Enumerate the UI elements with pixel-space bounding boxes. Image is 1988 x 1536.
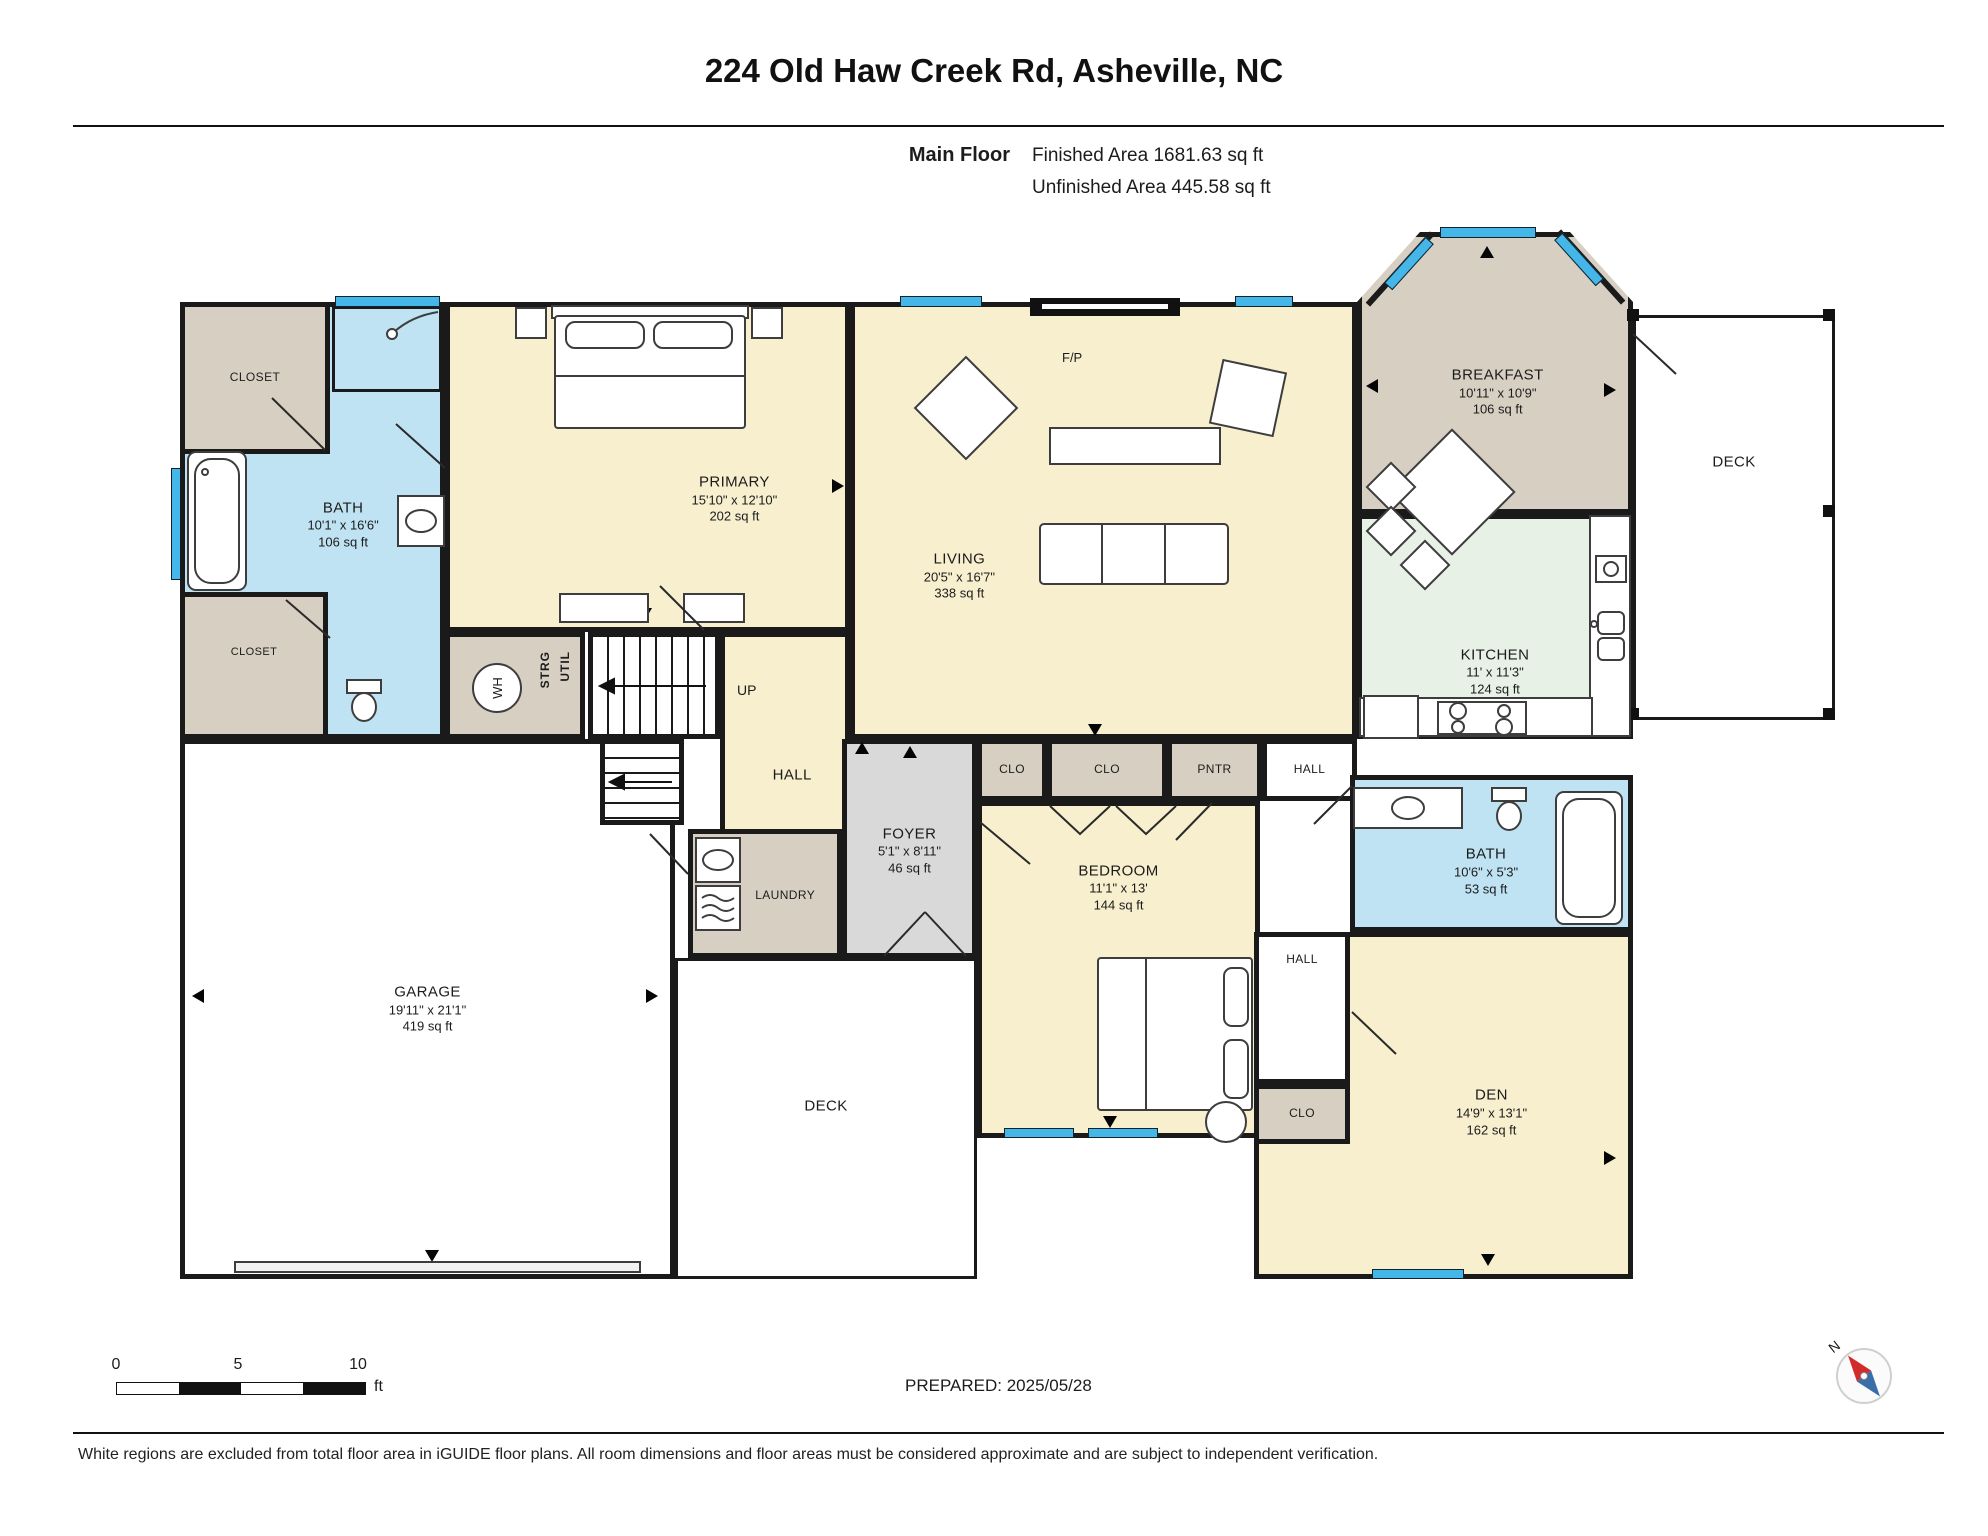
direction-arrow xyxy=(646,989,658,1003)
direction-arrow xyxy=(855,742,869,754)
room-garage: GARAGE 19'11" x 21'1" 419 sq ft xyxy=(180,739,675,1279)
direction-arrow xyxy=(1103,1116,1117,1128)
room-hall-stairs: UP HALL xyxy=(720,632,850,839)
direction-arrow xyxy=(1366,379,1378,393)
direction-arrow xyxy=(192,521,204,535)
floor-label: Main Floor xyxy=(908,144,1010,166)
direction-arrow xyxy=(1604,383,1616,397)
storage-label: STRG xyxy=(538,651,552,689)
room-deck-bottom: DECK xyxy=(675,958,977,1279)
prepared-date: PREPARED: 2025/05/28 xyxy=(905,1376,1092,1395)
window xyxy=(1235,296,1293,307)
room-laundry: LAUNDRY xyxy=(688,829,842,958)
scale-bar-segments xyxy=(116,1382,366,1395)
direction-arrow xyxy=(1481,1254,1495,1266)
room-deck-right: DECK xyxy=(1633,315,1835,720)
direction-arrow xyxy=(832,479,844,493)
scale-bar: 0 5 10 ft xyxy=(110,1356,430,1412)
direction-arrow xyxy=(1088,724,1102,736)
shower-stall xyxy=(332,306,442,392)
utility-label: UTIL xyxy=(558,651,572,682)
compass-icon: N xyxy=(1825,1337,1892,1404)
room-hall-3: HALL xyxy=(1254,932,1350,1084)
room-bedroom: BEDROOM 11'1" x 13' 144 sq ft xyxy=(977,801,1260,1138)
page-title: 224 Old Haw Creek Rd, Asheville, NC xyxy=(704,52,1284,89)
fireplace-icon xyxy=(1030,298,1180,316)
room-closet-5: CLO xyxy=(1254,1084,1350,1144)
window xyxy=(335,296,440,307)
deck-post xyxy=(1823,309,1835,321)
window xyxy=(1088,1128,1158,1138)
direction-arrow xyxy=(1604,1151,1616,1165)
room-storage-utility: STRG UTIL xyxy=(445,632,585,739)
room-pantry: PNTR xyxy=(1167,739,1262,801)
room-closet-3: CLO xyxy=(977,739,1047,801)
room-closet-1: CLOSET xyxy=(180,302,330,454)
window xyxy=(171,468,181,580)
direction-arrow xyxy=(903,746,917,758)
direction-arrow xyxy=(638,608,652,620)
direction-arrow xyxy=(425,1250,439,1262)
direction-arrow xyxy=(1483,506,1497,518)
window xyxy=(1440,227,1536,238)
window xyxy=(1004,1128,1074,1138)
scale-10: 10 xyxy=(349,1356,367,1373)
window xyxy=(900,296,982,307)
footer-divider xyxy=(73,1432,1944,1434)
deck-post xyxy=(1627,708,1639,720)
stairs-lower xyxy=(600,739,684,825)
header-divider xyxy=(73,125,1944,127)
up-label: UP xyxy=(737,682,757,699)
scale-5: 5 xyxy=(233,1356,243,1373)
finished-area: Finished Area 1681.63 sq ft xyxy=(1032,145,1264,166)
room-primary: PRIMARY 15'10" x 12'10" 202 sq ft xyxy=(445,302,850,632)
compass-n-label: N xyxy=(1825,1337,1843,1356)
unfinished-area: Unfinished Area 445.58 sq ft xyxy=(1032,177,1271,198)
scale-unit: ft xyxy=(374,1378,383,1395)
room-hall-2: HALL xyxy=(1262,739,1357,801)
deck-post xyxy=(1627,309,1639,321)
scale-0: 0 xyxy=(111,1356,121,1373)
direction-arrow xyxy=(1480,246,1494,258)
room-living: LIVING 20'5" x 16'7" 338 sq ft xyxy=(850,302,1357,739)
room-closet-2: CLOSET xyxy=(180,592,328,739)
direction-arrow xyxy=(192,989,204,1003)
room-bath-2: BATH 10'6" x 5'3" 53 sq ft xyxy=(1350,775,1633,932)
room-kitchen: KITCHEN 11' x 11'3" 124 sq ft xyxy=(1357,514,1633,739)
room-foyer: FOYER 5'1" x 8'11" 46 sq ft xyxy=(842,739,977,958)
window xyxy=(1372,1269,1464,1279)
fireplace-label: F/P xyxy=(1062,350,1083,365)
room-closet-4: CLO xyxy=(1047,739,1167,801)
footer-disclaimer: White regions are excluded from total fl… xyxy=(78,1446,1379,1463)
deck-post xyxy=(1823,708,1835,720)
stairs-up xyxy=(588,632,720,739)
deck-post xyxy=(1823,505,1835,517)
